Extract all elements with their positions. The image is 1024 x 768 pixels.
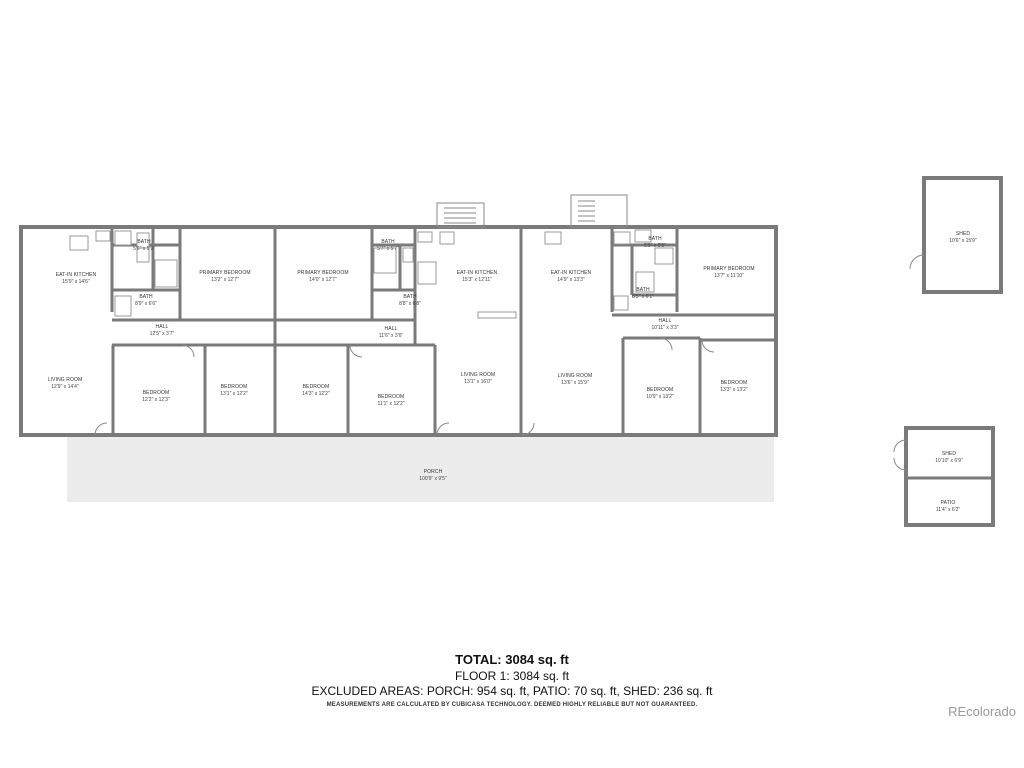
room-dimensions-pbed2: 14'0" x 12'7" (309, 277, 337, 283)
unit-3-walls (610, 227, 776, 435)
shed-1-door (909, 254, 925, 270)
room-dimensions-bed3: 14'3" x 12'2" (302, 391, 330, 397)
room-label-eatin3: EAT-IN KITCHEN (551, 270, 592, 276)
room-label-bed5: BEDROOM (647, 387, 674, 393)
room-label-porch: PORCH (424, 469, 443, 475)
room-label-bath3: BATH (381, 239, 395, 245)
room-dimensions-eatin2: 15'3" x 12'11" (462, 277, 492, 283)
room-dimensions-bath1: 5'6" x 5'9" (133, 246, 155, 252)
unit-1-walls (110, 227, 275, 435)
total-area: TOTAL: 3084 sq. ft (455, 652, 569, 667)
disclaimer: MEASUREMENTS ARE CALCULATED BY CUBICASA … (326, 702, 698, 708)
room-label-hall3: HALL (659, 318, 672, 324)
room-dimensions-living3: 13'6" x 15'9" (561, 380, 589, 386)
room-label-living2: LIVING ROOM (461, 372, 495, 378)
watermark: REcolorado (948, 704, 1016, 719)
room-dimensions-pbed3: 13'7" x 11'10" (714, 273, 744, 279)
room-label-shed1: SHED (956, 231, 971, 237)
floor-area: FLOOR 1: 3084 sq. ft (454, 669, 570, 683)
doors (94, 337, 715, 436)
room-label-pbed2: PRIMARY BEDROOM (297, 270, 348, 276)
unit-2-walls (275, 227, 437, 435)
room-label-bed4: BEDROOM (378, 394, 405, 400)
room-label-living3: LIVING ROOM (558, 373, 592, 379)
room-dimensions-bed1: 12'2" x 12'3" (142, 397, 170, 403)
shed-2-door (893, 439, 907, 453)
stairs-left (436, 202, 485, 228)
room-dimensions-bath6: 8'5" x 6'1" (632, 294, 654, 300)
room-dimensions-bath4: 8'8" x 6'8" (399, 301, 421, 307)
room-dimensions-bath3: 5'7" x 5'7" (377, 246, 399, 252)
room-label-hall2: HALL (385, 326, 398, 332)
room-dimensions-bed5: 10'9" x 13'2" (646, 394, 674, 400)
room-label-pbed3: PRIMARY BEDROOM (703, 266, 754, 272)
room-dimensions-eatin3: 14'9" x 13'3" (557, 277, 585, 283)
room-dimensions-shed2: 10'10" x 6'9" (935, 458, 963, 464)
room-dimensions-bed6: 13'3" x 13'2" (720, 387, 748, 393)
room-dimensions-eatin1: 15'9" x 14'6" (62, 279, 90, 285)
room-label-shed2: SHED (942, 451, 957, 457)
room-dimensions-hall2: 11'6" x 3'6" (379, 333, 403, 339)
room-label-eatin1: EAT-IN KITCHEN (56, 272, 97, 278)
room-dimensions-shed1: 10'6" x 15'9" (949, 238, 977, 244)
room-label-bath6: BATH (636, 287, 650, 293)
room-dimensions-hall3: 10'11" x 3'3" (651, 325, 678, 331)
stairs-right (570, 194, 628, 228)
room-label-bath2: BATH (139, 294, 153, 300)
room-label-bath1: BATH (137, 239, 151, 245)
excluded-areas: EXCLUDED AREAS: PORCH: 954 sq. ft, PATIO… (311, 684, 713, 698)
room-label-eatin2: EAT-IN KITCHEN (457, 270, 498, 276)
room-dimensions-bath2: 8'9" x 6'6" (135, 301, 157, 307)
room-label-patio: PATIO (941, 500, 956, 506)
room-label-bath4: BATH (403, 294, 417, 300)
room-label-bed2: BEDROOM (221, 384, 248, 390)
shed-2-door-b (893, 457, 907, 471)
room-label-bed3: BEDROOM (303, 384, 330, 390)
shed-1-outline (922, 176, 1003, 294)
room-label-hall1: HALL (156, 324, 169, 330)
fixtures (69, 229, 674, 319)
main-building-outline (19, 225, 778, 437)
room-dimensions-living2: 13'1" x 16'0" (464, 379, 492, 385)
room-dimensions-living1: 12'9" x 14'4" (51, 384, 79, 390)
room-dimensions-bed4: 11'1" x 12'2" (377, 401, 404, 407)
room-label-bed1: BEDROOM (143, 390, 170, 396)
room-label-pbed1: PRIMARY BEDROOM (199, 270, 250, 276)
room-dimensions-patio: 11'4" x 6'2" (936, 507, 960, 513)
room-dimensions-pbed1: 13'2" x 12'7" (211, 277, 239, 283)
room-label-bath5: BATH (648, 236, 662, 242)
room-dimensions-porch: 100'9" x 9'5" (419, 476, 447, 482)
porch-area (67, 436, 774, 502)
room-dimensions-hall1: 12'5" x 3'7" (150, 331, 175, 337)
room-dimensions-bath5: 5'9" x 5'5" (644, 243, 666, 249)
room-label-living1: LIVING ROOM (48, 377, 82, 383)
room-dimensions-bed2: 13'1" x 12'2" (220, 391, 248, 397)
room-label-bed6: BEDROOM (721, 380, 748, 386)
